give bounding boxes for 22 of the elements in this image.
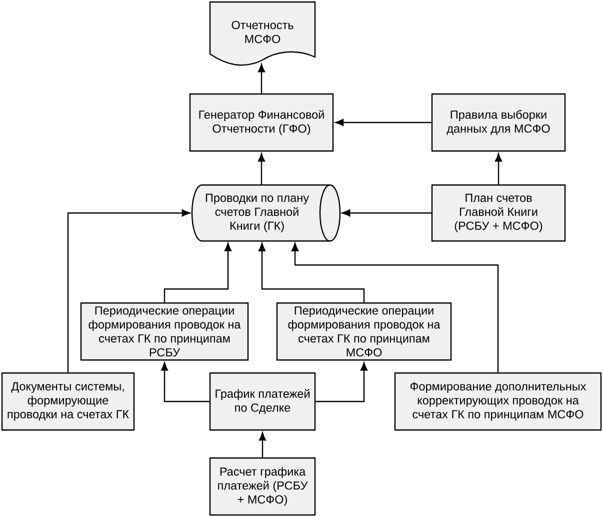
process-box: Расчет графика платежей (РСБУ + МСФО) [209,457,316,516]
process-box: Правила выборки данных для МСФО [431,93,566,152]
arrow [316,362,368,402]
arrow [494,153,502,184]
arrow [335,118,432,126]
process-box: Периодические операции формирования проводок на счетах ГК по принципам МСФО [276,302,452,361]
arrow [67,209,190,372]
arrow [164,242,232,302]
process-box: Периодические операции формирования проводок на счетах ГК по принципам РСБУ [80,302,249,361]
process-box: Формирование дополнительных корректирующих проводок на счетах ГК по принципам МСФО [394,372,602,431]
database-cylinder: Проводки по плану счетов Главной Книги (ГК) [191,184,341,242]
arrow [342,209,432,217]
process-box: Генератор Финансовой Отчетности (ГФО) [189,93,334,152]
process-box: Документы системы, формирующие проводки на счетах ГК [1,372,135,431]
process-box: График платежей по Сделке [209,372,316,431]
arrow [258,432,266,458]
arrow [258,64,266,94]
arrow [160,362,210,402]
process-box: План счетов Главной Книги (РСБУ + МСФО) [431,184,566,242]
arrow [258,242,365,302]
arrow [258,153,266,185]
arrow [291,242,499,372]
